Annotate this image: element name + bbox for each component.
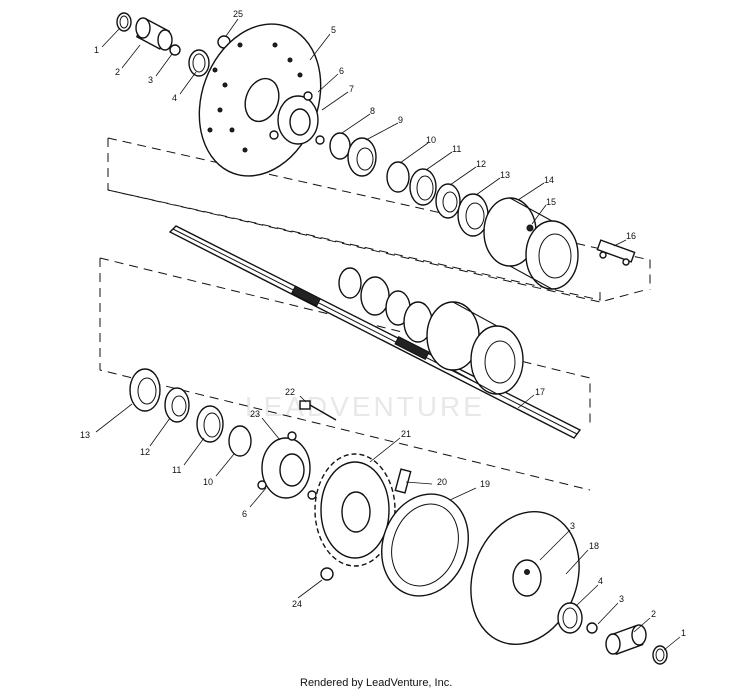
clip-part-16 [596, 239, 636, 266]
callout-23: 23 [250, 409, 260, 419]
axle-bearing-assembly [338, 267, 524, 395]
callout-15: 15 [546, 197, 556, 207]
callout-21: 21 [401, 429, 411, 439]
callout-2-bottom: 2 [651, 609, 656, 619]
callout-2-top: 2 [115, 67, 120, 77]
snap-ring-part-1-top [116, 12, 132, 32]
bearing-housing-part-14 [483, 197, 579, 290]
callout-7: 7 [349, 84, 354, 94]
callout-14: 14 [544, 175, 554, 185]
callout-5: 5 [331, 25, 336, 35]
brake-disc-part-5 [198, 23, 322, 177]
callout-12-bottom: 12 [140, 447, 150, 457]
callout-3-top: 3 [148, 75, 153, 85]
chain-part-20 [394, 468, 412, 494]
callout-1-top: 1 [94, 45, 99, 55]
hub-part-7 [269, 91, 325, 145]
footer-credit: Rendered by LeadVenture, Inc. [300, 677, 452, 689]
callout-10-bottom: 10 [203, 477, 213, 487]
callout-labels: 1 2 3 4 25 5 6 7 8 9 10 11 12 13 14 15 1… [80, 9, 686, 638]
upper-dashed-box [107, 138, 601, 301]
brake-ring-part-19 [381, 493, 469, 597]
housing-plug-part-15 [526, 224, 534, 232]
lower-dashed-box [99, 257, 591, 428]
callout-6-bottom: 6 [242, 509, 247, 519]
callout-19: 19 [480, 479, 490, 489]
bearing-cone-part-12-bottom [164, 387, 190, 423]
nut-part-3-top [169, 44, 181, 56]
bushing-part-2-top [135, 17, 173, 51]
washer-part-4-bottom [557, 602, 583, 634]
bearing-cone-part-12-top [435, 183, 461, 219]
callout-25: 25 [233, 9, 243, 19]
sprocket-hub-part-23 [257, 431, 317, 500]
sprocket-part-21 [314, 453, 396, 567]
callout-8: 8 [370, 106, 375, 116]
callout-10-top: 10 [426, 135, 436, 145]
snap-ring-part-1-bottom [652, 645, 668, 665]
callout-4-top: 4 [172, 93, 177, 103]
callout-13-top: 13 [500, 170, 510, 180]
washer-part-4-top [188, 49, 210, 77]
bushing-part-2-bottom [605, 624, 647, 656]
ring-part-10-top [386, 161, 410, 193]
callout-24: 24 [292, 599, 302, 609]
callout-3-middle: 3 [570, 521, 575, 531]
callout-4-bottom: 4 [598, 576, 603, 586]
callout-22: 22 [285, 387, 295, 397]
axle-part-17 [168, 225, 582, 439]
ring-part-10-bottom [228, 425, 252, 457]
callout-12-top: 12 [476, 159, 486, 169]
bearing-cup-part-13-bottom [129, 368, 161, 412]
nut-part-24 [320, 567, 334, 581]
callout-11-top: 11 [452, 144, 461, 154]
brake-disc-part-18 [470, 510, 580, 646]
nut-part-3-bottom [586, 622, 598, 634]
watermark: LEADVENTURE [245, 391, 485, 422]
leader-lines [95, 18, 681, 651]
callout-3-bottom: 3 [619, 594, 624, 604]
seal-ring-part-8 [329, 132, 351, 160]
seal-part-9 [347, 137, 377, 177]
callout-18: 18 [589, 541, 599, 551]
callout-16: 16 [626, 231, 636, 241]
callout-17: 17 [535, 387, 545, 397]
callout-20: 20 [437, 477, 447, 487]
callout-11-bottom: 11 [172, 465, 181, 475]
callout-13-bottom: 13 [80, 430, 90, 440]
callout-9: 9 [398, 115, 403, 125]
callout-6-top: 6 [339, 66, 344, 76]
callout-1-bottom: 1 [681, 628, 686, 638]
